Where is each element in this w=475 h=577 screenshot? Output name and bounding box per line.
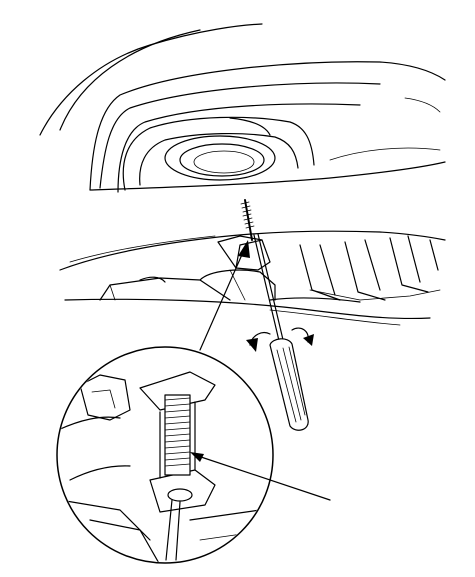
detail-pointer — [190, 452, 331, 501]
body-panel — [39, 23, 446, 193]
screwdriver — [253, 233, 309, 431]
callout-leader — [199, 240, 250, 351]
detail-callout — [56, 346, 274, 564]
lamp-recess — [122, 116, 315, 191]
grille — [269, 235, 441, 303]
lamp-frame — [99, 269, 276, 301]
adjusting-screw — [240, 199, 255, 241]
rotation-arrow-left-icon — [246, 332, 271, 352]
rotation-arrow-right-icon — [291, 327, 314, 346]
bumper-edge — [59, 161, 446, 326]
